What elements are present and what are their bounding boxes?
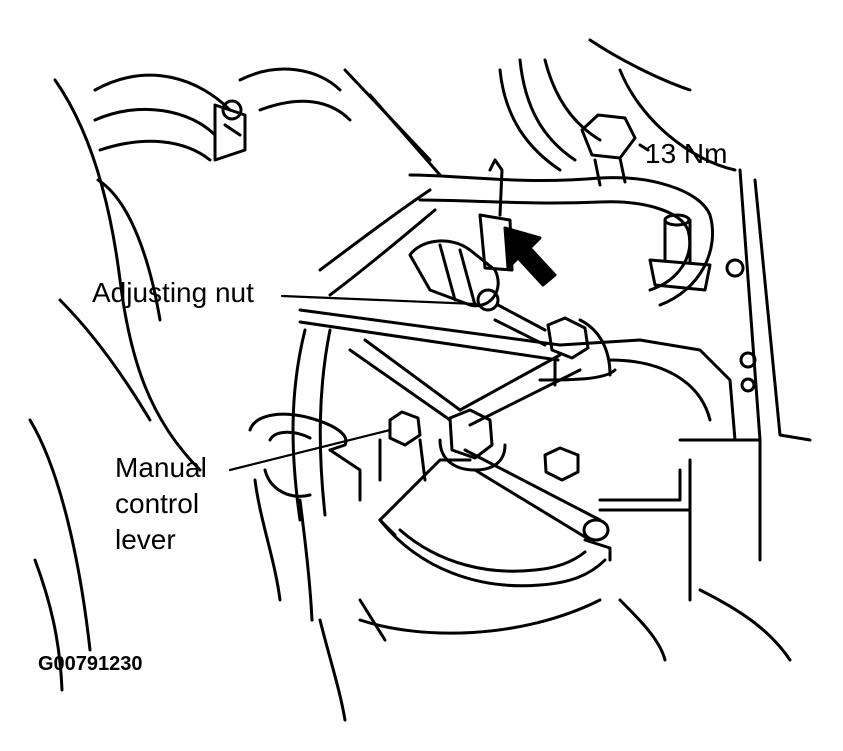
housing bbox=[558, 168, 812, 662]
linkage-nut bbox=[538, 316, 617, 387]
hose bbox=[28, 73, 232, 692]
rods bbox=[298, 308, 582, 427]
label-manual-control-lever: Manual control lever bbox=[115, 450, 207, 558]
arrow bbox=[503, 226, 557, 287]
lower-frame bbox=[358, 468, 692, 662]
leader-adjusting-nut bbox=[280, 294, 478, 306]
label-line: lever bbox=[115, 524, 176, 555]
leader-lines bbox=[228, 294, 478, 472]
upper-pipes bbox=[238, 38, 737, 177]
torque-bolt bbox=[580, 113, 650, 187]
hose-clamp bbox=[213, 99, 247, 162]
leader-manual-lever bbox=[228, 428, 392, 472]
label-line: Manual bbox=[115, 452, 207, 483]
lever-bolts bbox=[378, 410, 580, 482]
manual-lever-handle bbox=[248, 412, 387, 722]
stud bbox=[648, 213, 745, 292]
figure-code: G00791230 bbox=[38, 653, 143, 675]
manual-lever-sector bbox=[378, 448, 612, 588]
label-adjusting-nut: Adjusting nut bbox=[92, 277, 254, 308]
label-line: control bbox=[115, 488, 200, 519]
lever-bolt bbox=[438, 408, 507, 472]
label-torque: 13 Nm bbox=[645, 138, 728, 169]
